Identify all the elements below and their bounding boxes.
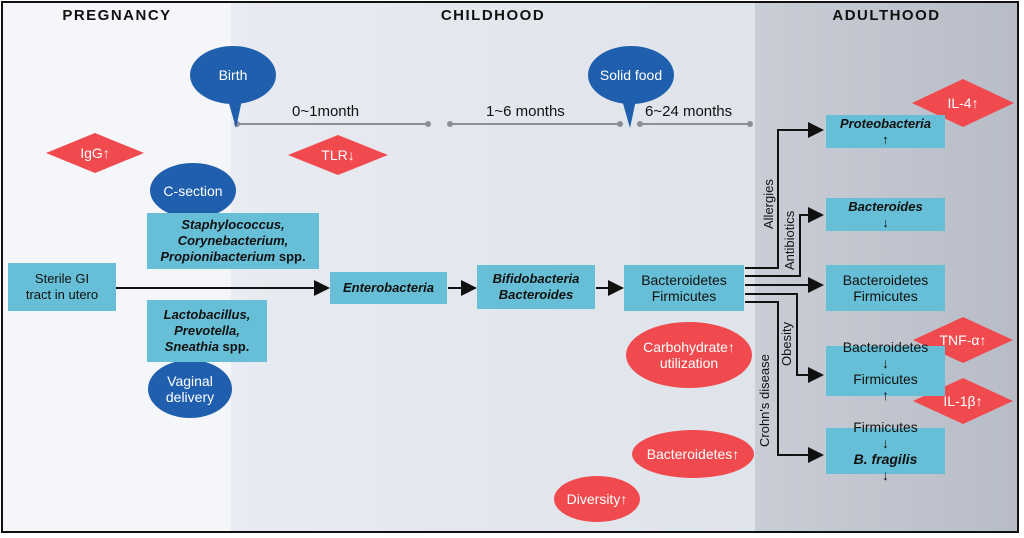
- adult-bf-line-2: Firmicutes: [853, 288, 918, 304]
- carb-line-1: Carbohydrate↑: [643, 339, 735, 355]
- bacteroides-box: Bacteroides↓: [826, 198, 945, 231]
- crohn-line-1: Firmicutes↓: [853, 419, 918, 451]
- bacteroidetes-ellipse: Bacteroidetes↑: [632, 430, 754, 478]
- vag-line-1: Lactobacillus,: [163, 307, 251, 322]
- vag-line-2: Prevotella,: [174, 323, 240, 338]
- bifido-line-2: Bacteroides: [498, 287, 574, 302]
- csec-line-3: Propionibacterium spp.: [160, 249, 306, 264]
- phase-adulthood: ADULTHOOD: [832, 6, 941, 24]
- child-bacteroidetes-firmicutes-box: Bacteroidetes Firmicutes: [624, 265, 744, 311]
- child-bf-line-1: Bacteroidetes: [641, 272, 727, 288]
- csec-line-2: Corynebacterium,: [177, 233, 289, 248]
- proteobacteria-box: Proteobacteria↑: [826, 115, 945, 148]
- enterobacteria-box: Enterobacteria: [330, 272, 447, 304]
- proteo-label: Proteobacteria↑: [839, 115, 932, 147]
- vaginal-line-1: Vaginal: [167, 373, 213, 389]
- birth-bubble: Birth: [190, 46, 276, 104]
- carb-line-2: utilization: [659, 355, 719, 371]
- obese-line-1: Bacteroidetes↓: [842, 339, 929, 371]
- sterile-line-2: tract in utero: [25, 287, 99, 302]
- bifidobacteria-box: Bifidobacteria Bacteroides: [477, 265, 595, 309]
- allergies-label: Allergies: [761, 179, 776, 229]
- diversity-ellipse: Diversity↑: [554, 476, 640, 522]
- igg-marker: IgG↑: [46, 133, 144, 173]
- sterile-line-1: Sterile GI: [34, 271, 90, 286]
- timeline-1-6-months: 1~6 months: [486, 103, 565, 120]
- vaginal-delivery-bubble: Vaginal delivery: [148, 360, 232, 418]
- phase-childhood: CHILDHOOD: [440, 6, 546, 24]
- tlr-marker: TLR↓: [288, 135, 388, 175]
- child-bf-line-2: Firmicutes: [651, 288, 717, 304]
- crohns-disease-label: Crohn's disease: [757, 354, 772, 447]
- obese-line-2: Firmicutes↑: [853, 371, 918, 403]
- adult-bacteroidetes-firmicutes-box: Bacteroidetes Firmicutes: [826, 265, 945, 311]
- solid-food-bubble: Solid food: [588, 46, 674, 104]
- csec-line-1: Staphylococcus,: [181, 217, 285, 232]
- antibiotics-label: Antibiotics: [782, 210, 797, 270]
- vaginal-line-2: delivery: [165, 389, 215, 405]
- diversity-label: Diversity↑: [566, 491, 628, 507]
- timeline-6-24-months: 6~24 months: [645, 103, 733, 120]
- crohn-line-2: B. fragilis↓: [853, 451, 918, 483]
- vaginal-microbes-box: Lactobacillus, Prevotella, Sneathia spp.: [147, 300, 267, 362]
- timeline-0-1-month: 0~1month: [292, 103, 360, 120]
- tlr-label: TLR↓: [321, 147, 355, 163]
- vag-line-3: Sneathia spp.: [164, 339, 250, 354]
- c-section-microbes-box: Staphylococcus, Corynebacterium, Propion…: [147, 213, 319, 269]
- bifido-line-1: Bifidobacteria: [492, 271, 580, 286]
- carbohydrate-utilization-ellipse: Carbohydrate↑ utilization: [626, 322, 752, 388]
- entero-label: Enterobacteria: [342, 280, 435, 295]
- il4-label: IL-4↑: [947, 95, 979, 111]
- bacteroidetes-ellipse-label: Bacteroidetes↑: [646, 446, 740, 462]
- bacteroides-label: Bacteroides↓: [848, 198, 923, 230]
- il1b-label: IL-1β↑: [943, 393, 983, 409]
- obesity-label: Obesity: [779, 321, 794, 366]
- c-section-bubble: C-section: [150, 163, 236, 218]
- obesity-microbes-box: Bacteroidetes↓ Firmicutes↑: [826, 339, 945, 403]
- tnf-label: TNF-α↑: [939, 332, 987, 348]
- igg-label: IgG↑: [80, 145, 110, 161]
- sterile-gi-box: Sterile GI tract in utero: [8, 263, 116, 311]
- phase-pregnancy: PREGNANCY: [62, 6, 172, 24]
- adult-bf-line-1: Bacteroidetes: [842, 272, 929, 288]
- crohns-microbes-box: Firmicutes↓ B. fragilis↓: [826, 419, 945, 483]
